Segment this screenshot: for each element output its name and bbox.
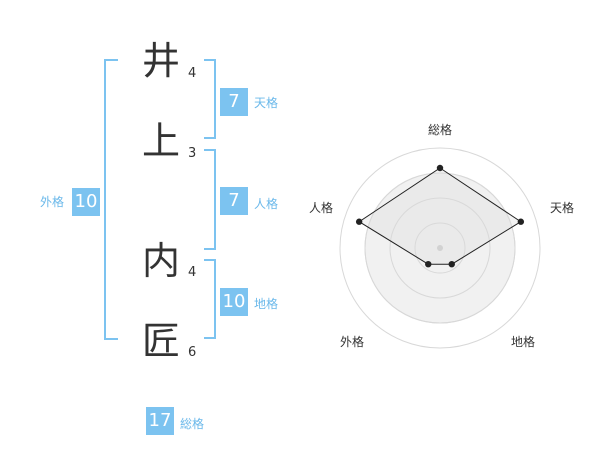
gaikaku-bracket bbox=[104, 59, 118, 340]
radar-axis-label-gaikaku: 外格 bbox=[340, 335, 365, 349]
radar-point-3 bbox=[448, 260, 455, 268]
name-char-4: 匠 bbox=[141, 319, 180, 363]
radar-point-4 bbox=[425, 260, 432, 268]
soukaku-badge: 17 bbox=[146, 407, 174, 435]
tenkaku-bracket bbox=[204, 59, 216, 139]
radar-ring bbox=[389, 197, 491, 299]
jinkaku-label: 人格 bbox=[254, 197, 279, 211]
gaikaku-badge: 10 bbox=[72, 188, 100, 216]
chikaku-badge: 10 bbox=[220, 288, 248, 316]
radar-ring bbox=[414, 222, 466, 274]
radar-point-1 bbox=[436, 164, 444, 172]
name-char-3: 内 bbox=[141, 239, 180, 283]
name-char-1: 井 bbox=[141, 39, 180, 83]
radar-point-5 bbox=[355, 218, 363, 225]
jinkaku-bracket bbox=[204, 149, 216, 250]
radar-ring bbox=[364, 172, 516, 324]
radar-axis-label-tenkaku: 天格 bbox=[550, 201, 575, 215]
stroke-count-2: 3 bbox=[188, 146, 197, 161]
tenkaku-label: 天格 bbox=[254, 96, 279, 110]
chikaku-bracket bbox=[204, 259, 216, 339]
radar-axis-label-chikaku: 地格 bbox=[511, 335, 536, 349]
radar-series-polygon bbox=[358, 167, 522, 265]
radar-point-2 bbox=[517, 218, 525, 225]
soukaku-label: 総格 bbox=[180, 417, 205, 431]
stroke-count-1: 4 bbox=[188, 66, 197, 81]
radar-axis-label-jinkaku: 人格 bbox=[309, 201, 334, 215]
stroke-count-4: 6 bbox=[188, 345, 197, 360]
tenkaku-badge: 7 bbox=[220, 88, 248, 116]
jinkaku-badge: 7 bbox=[220, 187, 248, 215]
chikaku-label: 地格 bbox=[254, 297, 279, 311]
radar-ring bbox=[339, 147, 541, 349]
gaikaku-label: 外格 bbox=[40, 195, 65, 209]
stroke-count-3: 4 bbox=[188, 265, 197, 280]
name-char-2: 上 bbox=[141, 119, 180, 163]
radar-center-dot bbox=[437, 245, 443, 251]
radar-axis-label-soukaku: 総格 bbox=[428, 123, 453, 137]
